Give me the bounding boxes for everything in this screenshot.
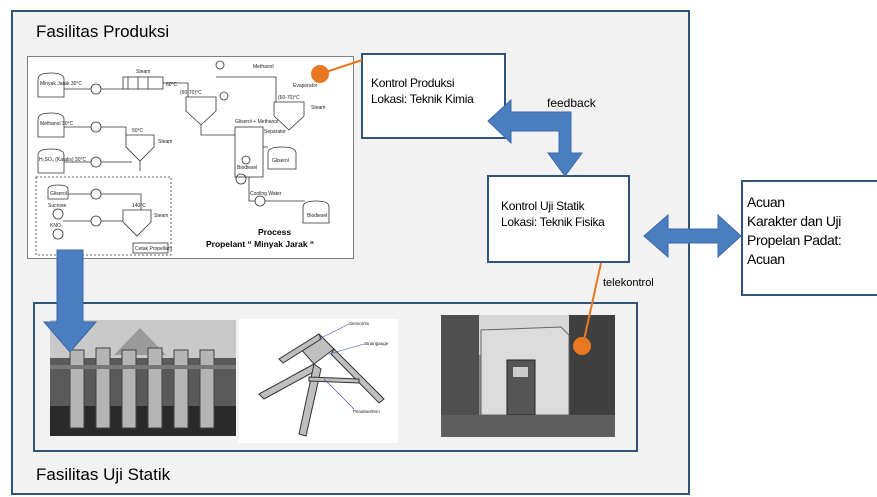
label-steam-top: Steam xyxy=(136,69,150,75)
telekontrol-label: telekontrol xyxy=(603,277,654,289)
label-separator: Separator xyxy=(264,129,286,135)
label-temp-60: 60°C xyxy=(166,82,178,88)
telekontrol-dot xyxy=(573,337,591,355)
label-temp-50: 50°C xyxy=(132,128,144,134)
label-evaporator: Evaporator xyxy=(293,83,318,89)
test-stand-drawing: Sensor/ss Straingauge Penahan/tem xyxy=(239,319,398,443)
reference-box: Acuan Karakter dan Uji Propelan Padat: A… xyxy=(741,180,877,296)
process-caption-line2: Propelant “ Minyak Jarak “ xyxy=(206,239,314,249)
process-flow-diagram: Minyak Jarak 30°C Methanol 30°C H₂SO₄ (K… xyxy=(27,56,354,259)
label-h2so4: H₂SO₄ (Katalis) 30°C xyxy=(39,157,86,163)
reference-line1: Acuan xyxy=(747,194,785,210)
propellant-tubes-photo xyxy=(50,320,236,436)
label-steam-mid: Steam xyxy=(158,139,172,145)
label-sucrose: Sucrose xyxy=(48,203,67,209)
process-flow-drawing: Minyak Jarak 30°C Methanol 30°C H₂SO₄ (K… xyxy=(35,60,330,256)
production-facility-title: Fasilitas Produksi xyxy=(36,22,170,41)
label-methanol: Methanol 30°C xyxy=(40,121,74,127)
production-control-location: Lokasi: Teknik Kimia xyxy=(371,92,474,106)
production-control-title: Kontrol Produksi xyxy=(371,76,455,90)
label-penahan: Penahan/tem xyxy=(353,409,380,414)
feedback-arrow xyxy=(487,98,583,177)
production-to-test-arrow xyxy=(42,249,98,353)
label-steam-bottom: Steam xyxy=(154,213,168,219)
label-steam-right: Steam xyxy=(311,105,325,111)
label-biodiesel-out: Biodiesel xyxy=(307,213,327,219)
label-biodiesel: Biodiesel xyxy=(237,165,257,171)
label-gliserol-right: Gliserol xyxy=(272,158,289,164)
reference-double-arrow xyxy=(643,213,742,259)
production-control-box: Kontrol Produksi Lokasi: Teknik Kimia xyxy=(361,53,506,139)
reference-line4: Acuan xyxy=(747,251,785,267)
telekontrol-line xyxy=(583,262,602,341)
static-test-control-title: Kontrol Uji Statik xyxy=(501,199,585,213)
process-caption-line1: Process xyxy=(258,227,291,237)
feedback-label: feedback xyxy=(547,96,596,110)
label-straingauge: Straingauge xyxy=(364,341,389,346)
label-cetak: Cetak Propellant xyxy=(135,246,173,252)
propellant-tubes-image xyxy=(50,320,236,436)
label-methanol-top: Methanol xyxy=(253,64,274,70)
test-stand-image: Sensor/ss Straingauge Penahan/tem xyxy=(258,321,389,437)
label-cooling-water: Cooling Water xyxy=(250,191,282,197)
label-temp-6070a: (60-70)°C xyxy=(180,90,202,96)
static-test-control-location: Lokasi: Teknik Fisika xyxy=(501,215,605,229)
reference-line2: Karakter dan Uji xyxy=(747,213,841,229)
label-temp-140: 140°C xyxy=(132,203,146,209)
label-kno3: KNO₃ xyxy=(50,223,63,229)
label-temp-6070b: (60-70)°C xyxy=(278,95,300,101)
label-minyak-jarak: Minyak Jarak 30°C xyxy=(40,81,82,87)
production-link-dot xyxy=(311,65,329,83)
static-test-control-box: Kontrol Uji Statik Lokasi: Teknik Fisika xyxy=(487,175,630,263)
reference-line3: Propelan Padat: xyxy=(747,232,842,248)
label-gliserol-left: Gliserol xyxy=(50,191,67,197)
static-test-facility-title: Fasilitas Uji Statik xyxy=(36,465,171,484)
label-sensor: Sensor/ss xyxy=(349,321,370,326)
label-gliserol-metanol: Gliserol + Methanol xyxy=(235,119,278,125)
